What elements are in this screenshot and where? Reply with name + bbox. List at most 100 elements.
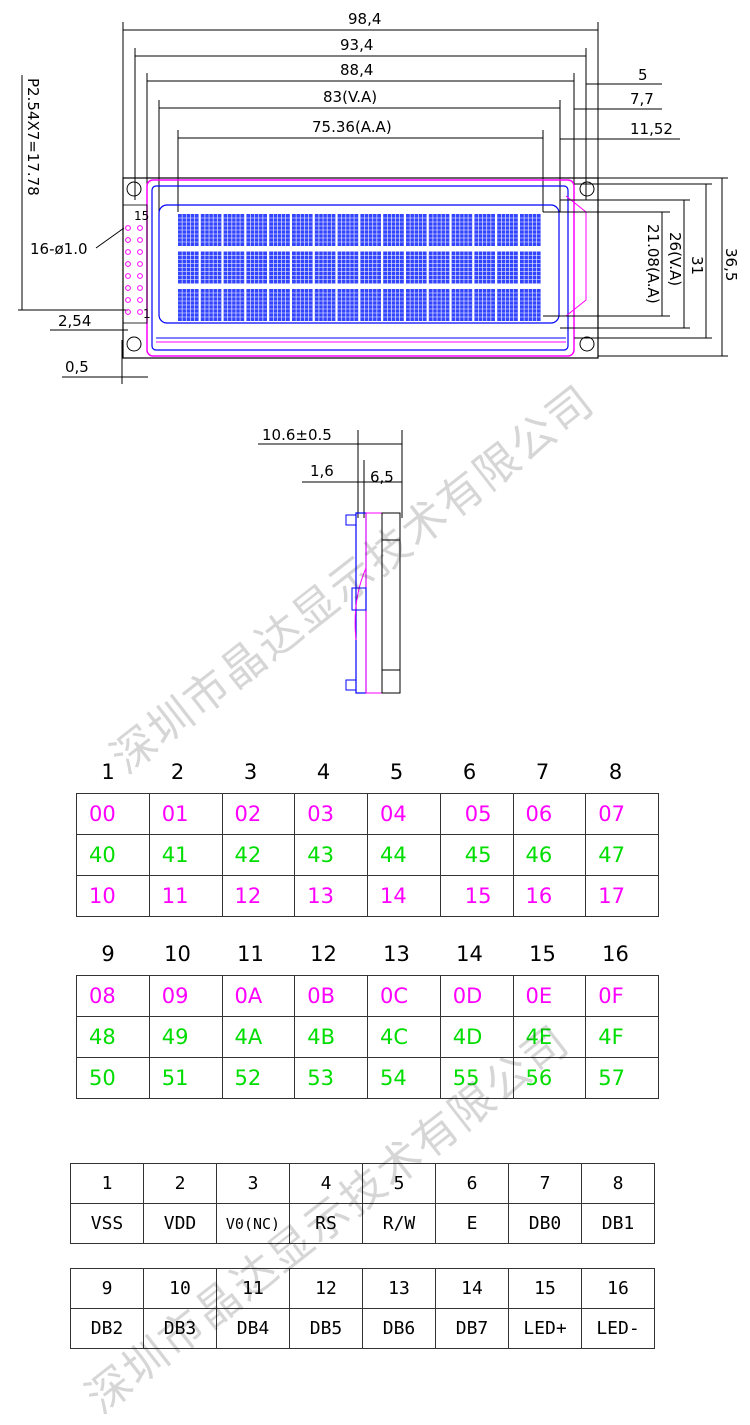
table-row: 48 49 4A 4B 4C 4D 4E 4F [76, 1016, 659, 1058]
col-number: 5 [389, 760, 404, 784]
pin-number: 8 [581, 1163, 655, 1204]
dim-label-88-4: 88,4 [340, 61, 373, 79]
col-number: 11 [237, 942, 264, 966]
pin-assignment-table-bottom: 9 10 11 12 13 14 15 16 DB2 DB3 DB4 DB5 D… [70, 1268, 655, 1349]
hole-label: 16-ø1.0 [30, 240, 88, 258]
address-cell: 41 [148, 834, 223, 876]
col-number: 14 [456, 942, 483, 966]
mounting-hole-tr [579, 181, 595, 197]
pin-number: 13 [362, 1268, 436, 1309]
table-row: 08 09 0A 0B 0C 0D 0E 0F [76, 975, 659, 1017]
viewing-area [158, 204, 560, 324]
address-cell: 48 [76, 1016, 150, 1058]
table-row: 1 2 3 4 5 6 7 8 [70, 1163, 655, 1204]
pin-number: 7 [508, 1163, 582, 1204]
dim-label-6-5: 6,5 [370, 468, 394, 486]
pin-name: R/W [362, 1203, 436, 1244]
address-cell: 4E [512, 1016, 587, 1058]
table-row: 10 11 12 13 14 15 16 17 [76, 875, 659, 917]
col-number: 10 [164, 942, 191, 966]
dim-label-26-va: 26(V.A) [666, 232, 684, 286]
address-cell: 14 [367, 875, 441, 917]
pin-name: DB3 [143, 1308, 217, 1349]
pin-label-15: 15 [134, 209, 149, 223]
dim-label-93-4: 93,4 [340, 36, 373, 54]
pin-number: 5 [362, 1163, 436, 1204]
character-cell-grid [178, 214, 541, 321]
pitch-label: P2.54X7=17.78 [24, 78, 42, 196]
ddram-address-table-a: 00 01 02 03 04 05 06 07 40 41 42 43 44 4… [76, 793, 659, 917]
pin-label-1: 1 [143, 307, 151, 321]
edge-offset-label: 0,5 [65, 358, 89, 376]
col-number: 6 [462, 760, 477, 784]
dim-label-10-6: 10.6±0.5 [262, 426, 332, 444]
col-number: 4 [316, 760, 331, 784]
address-header-row-b: 9 10 11 12 13 14 15 16 [75, 942, 659, 966]
mounting-hole-br [579, 336, 595, 352]
right-offset-dims [560, 83, 680, 140]
dim-label-98-4: 98,4 [348, 10, 381, 28]
table-row: 00 01 02 03 04 05 06 07 [76, 793, 659, 835]
dim-label-36-5: 36,5 [722, 248, 740, 281]
mounting-hole-tl [126, 181, 142, 197]
dim-label-75-36-aa: 75.36(A.A) [312, 118, 392, 136]
pin-name: E [435, 1203, 509, 1244]
pin-name: DB1 [581, 1203, 655, 1244]
col-number: 15 [529, 942, 556, 966]
pin-name: DB2 [70, 1308, 144, 1349]
ddram-address-table-b: 08 09 0A 0B 0C 0D 0E 0F 48 49 4A 4B 4C 4… [76, 975, 659, 1099]
address-cell: 54 [367, 1057, 441, 1099]
pin-name: VSS [70, 1203, 144, 1244]
address-header-row-a: 1 2 3 4 5 6 7 8 [75, 760, 659, 784]
dim-label-7-7: 7,7 [630, 90, 654, 108]
pin-number: 16 [581, 1268, 655, 1309]
address-cell: 17 [585, 875, 659, 917]
pin-name: DB7 [435, 1308, 509, 1349]
address-cell: 43 [294, 834, 368, 876]
address-cell: 0D [439, 975, 514, 1017]
address-cell: 0A [221, 975, 296, 1017]
address-cell: 07 [585, 793, 659, 835]
address-cell: 51 [148, 1057, 223, 1099]
side-pcb [355, 512, 367, 694]
pin-number: 12 [289, 1268, 363, 1309]
pin-number: 15 [508, 1268, 582, 1309]
pin-name: DB4 [216, 1308, 290, 1349]
dim-label-11-52: 11,52 [630, 120, 673, 138]
pin-name: V0(NC) [216, 1203, 290, 1244]
dim-label-21-08-aa: 21.08(A.A) [644, 224, 662, 304]
bezel-inner [151, 185, 569, 351]
address-cell: 15 [439, 875, 514, 917]
pin-number: 10 [143, 1268, 217, 1309]
address-cell: 0E [512, 975, 587, 1017]
col-number: 8 [608, 760, 623, 784]
table-row: VSS VDD V0(NC) RS R/W E DB0 DB1 [70, 1203, 655, 1244]
col-number: 9 [101, 942, 115, 966]
address-cell: 10 [76, 875, 150, 917]
address-cell: 06 [512, 793, 587, 835]
pin-name: DB0 [508, 1203, 582, 1244]
address-cell: 09 [148, 975, 223, 1017]
dim-label-83-va: 83(V.A) [323, 88, 377, 106]
dimension-98-4 [122, 22, 599, 200]
address-cell: 03 [294, 793, 368, 835]
dimension-93-4 [134, 48, 587, 200]
pin-assignment-table-top: 1 2 3 4 5 6 7 8 VSS VDD V0(NC) RS R/W E … [70, 1163, 655, 1244]
address-cell: 13 [294, 875, 368, 917]
address-cell: 02 [221, 793, 296, 835]
table-row: DB2 DB3 DB4 DB5 DB6 DB7 LED+ LED- [70, 1308, 655, 1349]
address-cell: 0C [367, 975, 441, 1017]
address-cell: 00 [76, 793, 150, 835]
address-cell: 50 [76, 1057, 150, 1099]
address-cell: 0B [294, 975, 368, 1017]
address-cell: 55 [439, 1057, 514, 1099]
address-cell: 4A [221, 1016, 296, 1058]
pin-name: VDD [143, 1203, 217, 1244]
pin-number: 3 [216, 1163, 290, 1204]
address-cell: 08 [76, 975, 150, 1017]
address-cell: 0F [585, 975, 659, 1017]
address-cell: 53 [294, 1057, 368, 1099]
address-cell: 46 [512, 834, 587, 876]
pin-number: 2 [143, 1163, 217, 1204]
pin-number: 14 [435, 1268, 509, 1309]
